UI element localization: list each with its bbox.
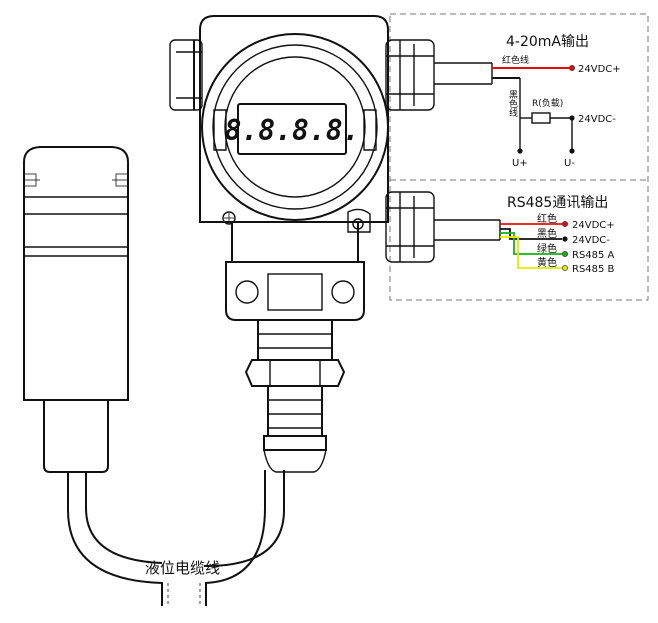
terminal-u-plus (517, 148, 523, 154)
load-resistor (531, 112, 551, 124)
rs485-green-wire (500, 232, 562, 255)
rs485-terminal-1 (562, 221, 568, 227)
analog-title: 4-20mA输出 (506, 34, 589, 50)
analog-plus-label: 24VDC+ (578, 64, 621, 75)
rs485-yellow-wire (500, 236, 562, 269)
cable-label: 液位电缆线 (145, 559, 220, 577)
rs485-wire-label-1: 红色 (537, 212, 557, 225)
level-cable (67, 470, 285, 606)
display-digits: 8.8.8.8. (225, 114, 360, 147)
rs485-black-wire (500, 228, 562, 240)
terminal-24vdc-plus (569, 65, 575, 71)
transmitter-housing (169, 15, 435, 473)
rs485-terminal-2 (562, 236, 568, 242)
analog-red-label: 红色线 (502, 54, 529, 66)
load-label: R(负载) (532, 97, 563, 109)
rs485-cable (434, 219, 568, 271)
u-minus-label: U- (564, 158, 575, 169)
terminal-u-minus (569, 148, 575, 154)
rs485-terminal-4 (562, 265, 568, 271)
display-window (237, 103, 347, 155)
analog-minus-label: 24VDC- (578, 114, 616, 125)
rs485-wire-label-3: 绿色 (537, 242, 557, 255)
analog-black-label: 黑色线 (507, 90, 518, 117)
wiring-box-outline (389, 13, 649, 301)
rs485-terminal-3 (562, 251, 568, 257)
level-probe (23, 146, 129, 473)
rs485-title: RS485通讯输出 (507, 195, 608, 211)
analog-cable (434, 62, 575, 154)
terminal-24vdc-minus (569, 115, 575, 121)
rs485-wire-label-2: 黑色 (537, 227, 557, 240)
rs485-terminal-label-4: RS485 B (572, 264, 615, 275)
rs485-terminal-label-3: RS485 A (572, 250, 615, 261)
rs485-wire-label-4: 黄色 (537, 256, 557, 269)
rs485-terminal-label-2: 24VDC- (572, 235, 610, 246)
rs485-terminal-label-1: 24VDC+ (572, 220, 615, 231)
u-plus-label: U+ (512, 158, 528, 169)
